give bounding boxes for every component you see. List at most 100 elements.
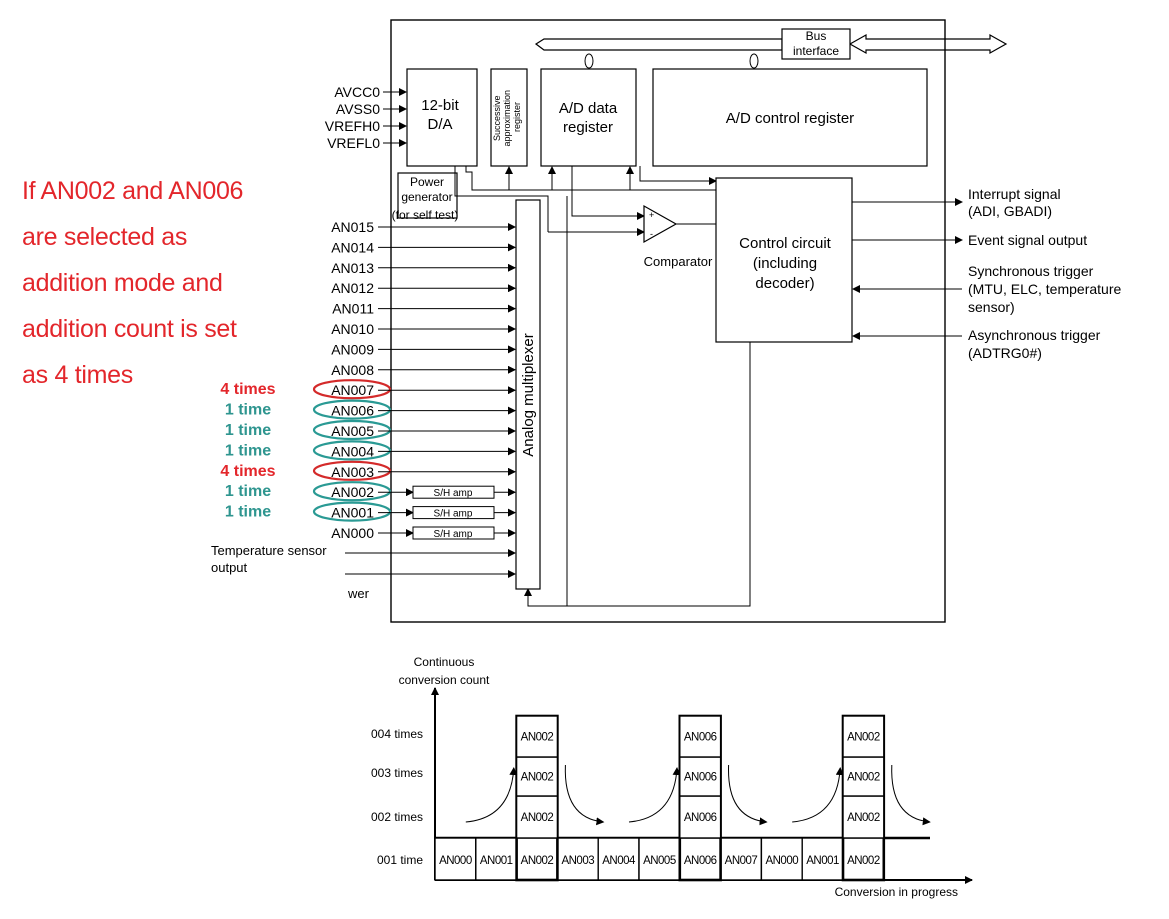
temperature-sensor-input: Temperature sensor output wer [211, 543, 516, 601]
channel-an012: AN012 [331, 280, 516, 296]
channel-label: AN011 [332, 301, 374, 317]
interrupt-signal-label: Interrupt signal [968, 186, 1061, 202]
power-generator-label: generator [401, 190, 452, 204]
control-circuit-block [715, 177, 853, 343]
count-reset-arrow [564, 764, 605, 826]
channel-an015: AN015 [331, 219, 516, 235]
supply-pin-label: AVSS0 [336, 101, 380, 117]
channel-label: AN015 [331, 219, 374, 235]
channel-label: AN013 [331, 260, 374, 276]
supply-pin-label: VREFL0 [327, 135, 380, 151]
addition-stack-cell [515, 756, 559, 797]
channel-highlight-ring [312, 419, 392, 441]
channel-highlight-ring [312, 440, 392, 461]
timing-x-label: Conversion in progress [835, 885, 958, 899]
channel-an013: AN013 [331, 260, 516, 276]
conversion-slot [475, 837, 518, 881]
truncated-input-label: wer [347, 586, 370, 601]
bus-interface-label: interface [793, 44, 839, 58]
power-generator-label: Power [410, 175, 444, 189]
analog-multiplexer-block [515, 199, 541, 590]
ad-control-register-block [652, 68, 928, 167]
addition-stack-label: AN002 [521, 772, 554, 784]
channel-label: AN007 [331, 382, 374, 398]
bus-interface-box [781, 28, 851, 60]
addition-stack-label: AN006 [684, 732, 717, 744]
note-line: If AN002 and AN006 [22, 177, 244, 205]
addition-stack-label: AN006 [684, 812, 717, 824]
addition-stack-label: AN002 [847, 772, 880, 784]
addition-stack-cell [679, 795, 722, 839]
analog-multiplexer-label: Analog multiplexer [520, 333, 537, 456]
count-up-arrow [628, 767, 681, 823]
timing-y-label: conversion count [399, 673, 490, 687]
svg-text:-: - [650, 229, 653, 239]
count-up-arrow [792, 767, 844, 823]
channel-highlight-ring [312, 460, 392, 481]
channel-label: AN006 [331, 403, 374, 419]
async-trigger-label: Asynchronous trigger [968, 327, 1101, 343]
conversion-slot [719, 837, 763, 881]
conversion-slot [638, 837, 681, 881]
output-signals: Interrupt signal (ADI, GBADI) Event sign… [852, 186, 1121, 361]
count-reset-arrow [891, 764, 931, 826]
supply-pins: AVCC0 AVSS0 VREFH0 VREFL0 [325, 84, 407, 151]
addition-stack-cell [842, 715, 885, 758]
channel-highlight-ring [312, 501, 392, 522]
channel-label: AN010 [331, 321, 374, 337]
note-line: are selected as [22, 223, 188, 251]
temperature-sensor-label: output [211, 560, 248, 575]
addition-stack-cell [842, 795, 885, 839]
channel-highlight-ring [312, 481, 392, 502]
addition-count-label: 1 time [225, 402, 271, 419]
svg-text:+: + [649, 210, 654, 220]
control-circuit-label: (including [753, 255, 817, 272]
ad-data-register-block [540, 68, 637, 167]
ad-data-register-label: register [563, 119, 613, 136]
addition-stack-cell [679, 715, 722, 758]
channel-an001: 1 time AN001 S/H amp [225, 501, 516, 522]
channel-highlight-ring [312, 379, 392, 400]
analog-channels: AN015AN014AN013AN012AN011AN010AN009AN008… [220, 219, 516, 541]
supply-pin-label: AVCC0 [334, 84, 380, 100]
count-reset-arrow [728, 764, 768, 826]
channel-an008: AN008 [331, 362, 516, 378]
sar-label-line: approximation [502, 90, 512, 147]
conversion-slot-label: AN000 [765, 855, 798, 867]
channel-an006: 1 time AN006 [225, 399, 516, 420]
conversion-slot-label: AN005 [643, 855, 676, 867]
sar-label: Successive approximation register [492, 87, 522, 146]
channel-an009: AN009 [331, 341, 516, 357]
addition-stack-cell [842, 756, 885, 797]
addition-count-label: 1 time [225, 504, 271, 521]
channel-label: AN009 [331, 341, 374, 357]
channel-highlight-ring [312, 399, 392, 420]
comparator-label: Comparator [644, 254, 713, 269]
addition-count-label: 4 times [220, 463, 275, 480]
timing-level-label: 004 times [371, 727, 423, 741]
conversion-slot-label: AN004 [602, 855, 636, 867]
note-line: as 4 times [22, 361, 133, 389]
timing-level-label: 002 times [371, 810, 423, 824]
event-signal-label: Event signal output [968, 232, 1087, 248]
sync-trigger-label: Synchronous trigger [968, 263, 1094, 279]
channel-label: AN001 [331, 505, 374, 521]
addition-count-label: 1 time [225, 442, 271, 459]
conversion-slot-label: AN006 [684, 855, 717, 867]
power-generator-label: (for self test) [392, 208, 459, 222]
sh-amp-label: S/H amp [434, 509, 473, 520]
conversion-slot-label: AN002 [847, 855, 880, 867]
timing-level-label: 001 time [377, 853, 423, 867]
dac-label: D/A [427, 116, 452, 133]
interrupt-signal-label: (ADI, GBADI) [968, 203, 1052, 219]
timing-y-label: Continuous [414, 655, 475, 669]
adc-module-boundary [390, 19, 946, 623]
bus-interface-label: Bus [806, 29, 827, 43]
sar-label-line: Successive [492, 95, 502, 141]
conversion-slot-label: AN002 [521, 855, 554, 867]
channel-an011: AN011 [332, 301, 516, 317]
conversion-slot-label: AN001 [480, 855, 513, 867]
